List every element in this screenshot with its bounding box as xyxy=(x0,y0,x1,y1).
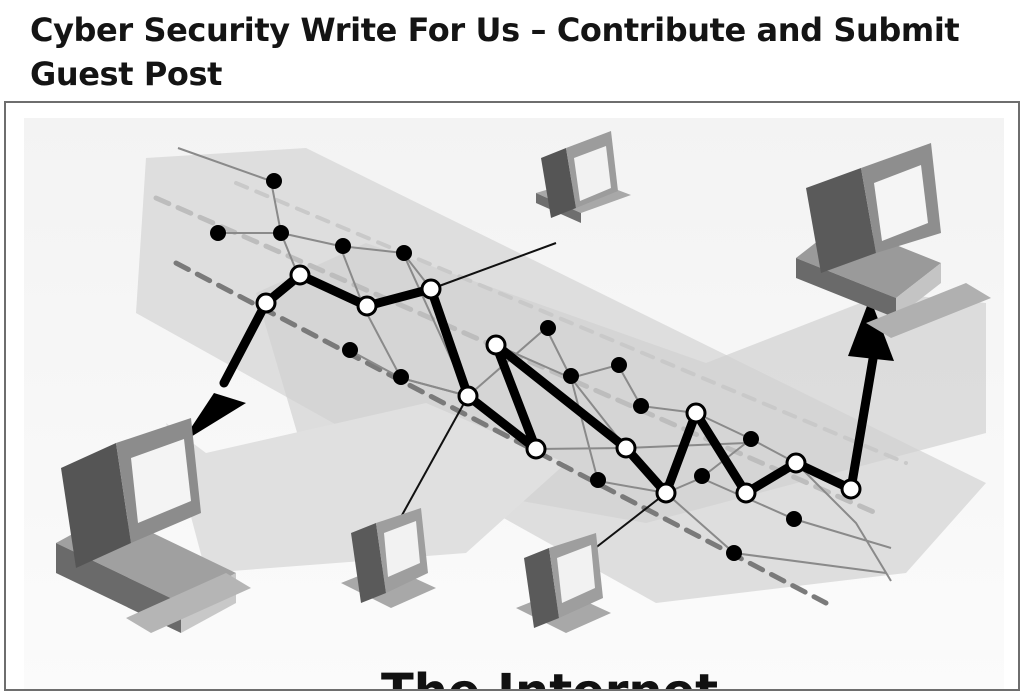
article-image: The Internet xyxy=(4,101,1020,691)
computer-icon xyxy=(341,508,436,608)
route-nodes xyxy=(255,264,862,504)
figure-caption: The Internet xyxy=(381,664,718,691)
computer-icon xyxy=(796,143,991,338)
arrow-icon xyxy=(181,393,246,443)
computer-icon xyxy=(536,131,631,223)
page-title: Cyber Security Write For Us – Contribute… xyxy=(30,11,960,93)
arrow-icon xyxy=(848,298,894,361)
network-nodes xyxy=(210,173,802,561)
computer-icon xyxy=(516,533,611,633)
computer-icon xyxy=(56,418,251,633)
